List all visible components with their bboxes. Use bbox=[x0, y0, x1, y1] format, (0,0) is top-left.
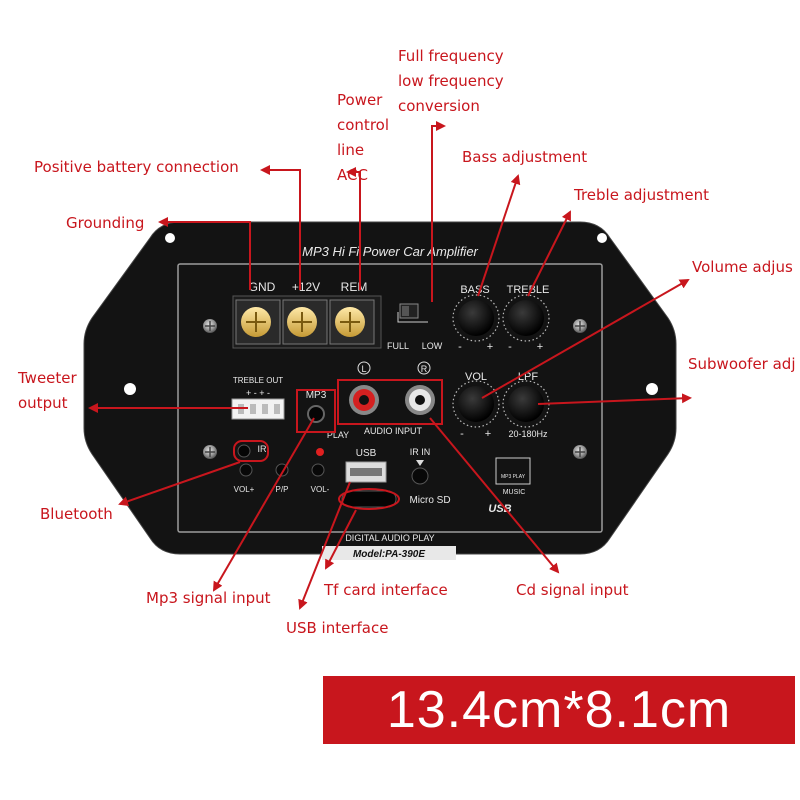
mp3-jack[interactable] bbox=[307, 405, 325, 423]
callout-tweeter: Tweeter output bbox=[18, 366, 77, 416]
label-model: Model:PA-390E bbox=[353, 549, 425, 560]
micro-sd-slot[interactable] bbox=[341, 490, 397, 508]
treble-plus: + bbox=[537, 341, 543, 353]
label-play: PLAY bbox=[327, 430, 349, 440]
callout-tf-card: Tf card interface bbox=[324, 581, 448, 599]
highlight-mp3 bbox=[296, 389, 336, 433]
vol-plus: + bbox=[485, 428, 491, 440]
bass-minus: - bbox=[458, 341, 462, 353]
bass-knob[interactable] bbox=[458, 300, 494, 336]
callout-mp3-input: Mp3 signal input bbox=[146, 589, 271, 607]
callout-tweeter-line2: output bbox=[18, 394, 68, 412]
rca-left-jack bbox=[349, 385, 379, 415]
callout-full-frequency-line1: Full frequency bbox=[398, 47, 504, 65]
screw-icon bbox=[203, 319, 217, 333]
label-12v: +12V bbox=[292, 280, 320, 294]
highlight-audio-input bbox=[337, 379, 443, 425]
label-music: MUSIC bbox=[503, 489, 526, 496]
label-r: R bbox=[421, 364, 428, 374]
callout-full-frequency: Full frequency low frequency conversion bbox=[398, 44, 504, 119]
label-vol: VOL bbox=[465, 371, 487, 383]
mp3-play-logo bbox=[495, 457, 531, 485]
label-lpf: LPF bbox=[518, 371, 538, 383]
callout-bass: Bass adjustment bbox=[462, 148, 588, 166]
mount-hole bbox=[646, 383, 658, 395]
callout-power-line4: ACC bbox=[337, 166, 368, 184]
callout-power-line1: Power bbox=[337, 91, 383, 109]
play-led bbox=[316, 448, 324, 456]
callout-full-frequency-line2: low frequency bbox=[398, 72, 504, 90]
highlight-ir bbox=[233, 440, 269, 462]
callout-cd-input: Cd signal input bbox=[516, 581, 629, 599]
callout-power-line2: control bbox=[337, 116, 389, 134]
screw-icon bbox=[573, 445, 587, 459]
mount-hole bbox=[597, 233, 607, 243]
callout-arrows bbox=[88, 121, 692, 610]
ir-window bbox=[237, 444, 251, 458]
label-bass: BASS bbox=[460, 284, 489, 296]
bass-plus: + bbox=[487, 341, 493, 353]
label-treble: TREBLE bbox=[507, 284, 550, 296]
label-rem: REM bbox=[341, 280, 368, 294]
dimension-text: 13.4cm*8.1cm bbox=[386, 681, 732, 739]
label-vol-minus: VOL- bbox=[311, 485, 330, 494]
vol-plus-button[interactable] bbox=[239, 463, 253, 477]
treble-minus: - bbox=[508, 341, 512, 353]
panel-border-frame bbox=[177, 263, 603, 533]
treble-knob-ring bbox=[502, 294, 550, 342]
label-gnd: GND bbox=[249, 280, 276, 294]
label-digital-audio: DIGITAL AUDIO PLAY bbox=[345, 533, 434, 543]
callout-tweeter-line1: Tweeter bbox=[18, 369, 77, 387]
callout-power-line3: line bbox=[337, 141, 365, 159]
callout-grounding: Grounding bbox=[66, 214, 145, 232]
label-low: LOW bbox=[422, 341, 443, 351]
terminal-gnd bbox=[235, 299, 281, 345]
lpf-range: 20-180Hz bbox=[508, 429, 548, 439]
model-bar bbox=[322, 546, 456, 560]
callout-bluetooth: Bluetooth bbox=[40, 505, 113, 523]
label-full: FULL bbox=[387, 341, 409, 351]
rca-right-jack bbox=[405, 385, 435, 415]
label-mp3-play: MP3 PLAY bbox=[501, 474, 526, 480]
treble-out-pins: + - + - bbox=[246, 388, 270, 398]
label-usb: USB bbox=[356, 448, 377, 459]
treble-knob[interactable] bbox=[508, 300, 544, 336]
terminal-12v bbox=[282, 299, 328, 345]
label-pp: P/P bbox=[276, 485, 289, 494]
usb-logo: USB bbox=[488, 503, 511, 515]
highlight-micro-sd bbox=[338, 488, 400, 510]
label-ir-in: IR IN bbox=[410, 447, 431, 457]
lpf-knob[interactable] bbox=[508, 386, 544, 422]
panel-title: MP3 Hi Fi Power Car Amplifier bbox=[302, 244, 478, 259]
label-l: L bbox=[361, 364, 366, 374]
vol-knob-ring bbox=[452, 380, 500, 428]
mount-hole bbox=[165, 233, 175, 243]
bass-knob-ring bbox=[452, 294, 500, 342]
vol-knob[interactable] bbox=[458, 386, 494, 422]
label-micro-sd: Micro SD bbox=[409, 495, 450, 506]
label-ir: IR bbox=[258, 444, 268, 454]
label-treble-out: TREBLE OUT bbox=[233, 376, 283, 385]
callout-volume: Volume adjus bbox=[692, 258, 793, 276]
callout-full-frequency-line3: conversion bbox=[398, 97, 480, 115]
terminal-rem bbox=[329, 299, 375, 345]
callout-positive-battery: Positive battery connection bbox=[34, 158, 239, 176]
mount-hole bbox=[124, 383, 136, 395]
ir-receiver bbox=[411, 467, 429, 485]
screw-icon bbox=[203, 445, 217, 459]
label-vol-plus: VOL+ bbox=[234, 485, 255, 494]
dimension-banner bbox=[323, 676, 795, 744]
label-audio-input: AUDIO INPUT bbox=[364, 426, 423, 436]
callout-subwoofer: Subwoofer adj bbox=[688, 355, 796, 373]
vol-minus: - bbox=[460, 428, 464, 440]
screw-icon bbox=[573, 319, 587, 333]
callout-treble: Treble adjustment bbox=[574, 186, 710, 204]
vol-minus-button[interactable] bbox=[311, 463, 325, 477]
callout-usb: USB interface bbox=[286, 619, 389, 637]
label-mp3: MP3 bbox=[306, 390, 327, 401]
callout-power-control: Power control line ACC bbox=[337, 88, 389, 188]
